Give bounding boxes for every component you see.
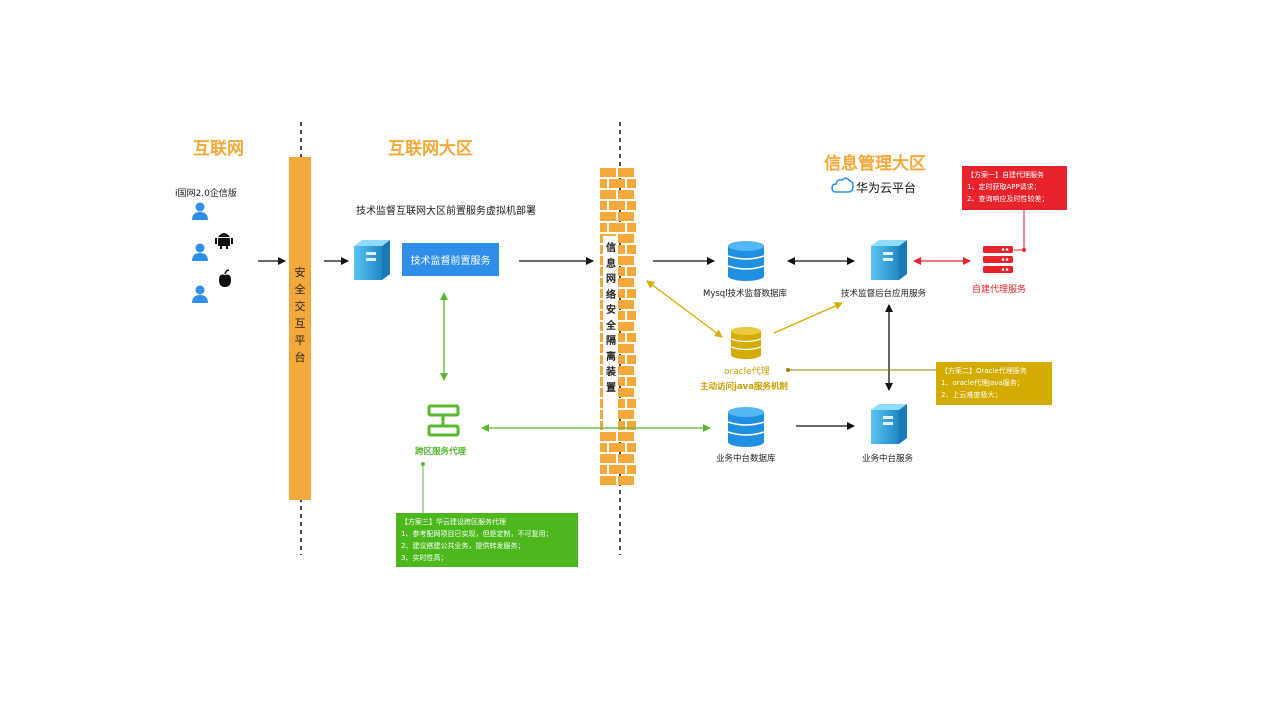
biz-service-label: 业务中台服务 [862, 454, 914, 464]
wall-brick [618, 322, 634, 331]
biz-server-icon [871, 404, 907, 444]
wall-brick [618, 366, 634, 375]
note-plan1-line: 2、查询响应及时性较差； [967, 195, 1049, 203]
note-plan1: 【方案一】自建代理服务 1、定时获取APP请求； 2、查询响应及时性较差； [962, 166, 1067, 210]
wall-brick [627, 223, 636, 232]
wall-brick [618, 234, 634, 243]
wall-brick [618, 344, 634, 353]
note-plan2-line: 1、oracle代理Java服务； [941, 379, 1024, 387]
wall-brick [627, 333, 636, 342]
wall-brick [627, 399, 636, 408]
wall-brick [627, 179, 636, 188]
wall-brick [600, 190, 616, 199]
self-proxy-label: 自建代理服务 [972, 285, 1027, 295]
wall-brick [627, 311, 636, 320]
wall-brick [600, 476, 616, 485]
zone-title-info-mgmt: 信息管理大区 [824, 154, 926, 174]
user-icon [192, 243, 208, 261]
wall-brick [618, 476, 634, 485]
huawei-cloud-label: 华为云平台 [856, 181, 917, 195]
mysql-database-icon [727, 241, 765, 281]
note-plan3-line: 2、建议搭建公共业务，提供转发服务； [401, 542, 525, 550]
wall-brick [618, 432, 634, 441]
self-proxy-server-icon [983, 246, 1013, 273]
wall-brick [627, 355, 636, 364]
note-plan1-line: 1、定时获取APP请求； [967, 183, 1041, 191]
vm-deploy-caption: 技术监督互联网大区前置服务虚拟机部署 [356, 206, 536, 217]
wall-brick [609, 223, 625, 232]
wall-label-band [603, 236, 618, 430]
note-plan1-connector [1014, 210, 1025, 251]
biz-db-label: 业务中台数据库 [716, 454, 776, 464]
wall-brick [627, 443, 636, 452]
wall-brick [618, 168, 634, 177]
wall-brick [609, 179, 625, 188]
wall-brick [600, 212, 616, 221]
note-plan2: 【方案二】Oracle代理服务 1、oracle代理Java服务； 2、上云难度… [936, 362, 1052, 405]
zone-title-internet: 互联网 [193, 139, 244, 159]
wall-brick [618, 300, 634, 309]
wall-brick [627, 289, 636, 298]
front-server-icon [354, 240, 390, 280]
note-plan3: 【方案三】华云建设跨区服务代理 1、参考配网项目已实现，但是定制，不可复用； 2… [396, 513, 578, 567]
client-label: i国网2.0企信版 [175, 189, 237, 199]
biz-database-icon [727, 407, 765, 447]
secure-platform-label: 安全交互平台 [294, 266, 306, 364]
user-icon [192, 285, 208, 303]
wall-brick [609, 465, 625, 474]
wall-brick [609, 201, 625, 210]
note-plan3-line: 1、参考配网项目已实现，但是定制，不可复用； [401, 530, 553, 538]
backend-service-label: 技术监督后台应用服务 [841, 289, 927, 299]
note-plan2-line: 【方案二】Oracle代理服务 [941, 367, 1027, 375]
wall-brick [627, 267, 636, 276]
apple-icon [219, 269, 231, 287]
wall-brick [618, 410, 634, 419]
wall-brick [627, 201, 636, 210]
user-icon [192, 202, 208, 220]
android-icon [215, 233, 233, 249]
wall-brick [618, 454, 634, 463]
wall-brick [618, 256, 634, 265]
note-plan1-line: 【方案一】自建代理服务 [967, 171, 1044, 179]
note-plan3-line: 3、实时性高； [401, 554, 448, 562]
cross-proxy-label: 跨区服务代理 [415, 447, 467, 457]
wall-brick [618, 278, 634, 287]
wall-brick [600, 168, 616, 177]
cross-proxy-icon [427, 404, 460, 437]
wall-brick [609, 443, 625, 452]
wall-brick [600, 179, 607, 188]
wall-brick [600, 443, 607, 452]
secure-platform-bar [289, 157, 311, 500]
wall-brick [600, 465, 607, 474]
wall-brick [600, 432, 616, 441]
wall-brick [627, 377, 636, 386]
wall-brick [618, 212, 634, 221]
oracle-database-icon [730, 327, 762, 359]
isolation-device-label: 信息网络安全隔离装置 [606, 243, 616, 394]
note-plan3-line: 【方案三】华云建设跨区服务代理 [401, 518, 506, 526]
zone-title-internet-zone: 互联网大区 [388, 139, 473, 159]
backend-server-icon [871, 240, 907, 280]
wall-brick [600, 454, 616, 463]
arrow-isolation-oracle [646, 280, 723, 338]
mysql-db-label: Mysql技术监督数据库 [703, 289, 788, 299]
wall-brick [618, 190, 634, 199]
note-plan2-line: 2、上云难度极大； [941, 391, 1002, 399]
wall-brick [600, 223, 607, 232]
cloud-icon [831, 177, 854, 193]
wall-brick [627, 465, 636, 474]
arrow-oracle-backend [773, 302, 843, 334]
wall-brick [618, 388, 634, 397]
wall-brick [600, 201, 607, 210]
oracle-proxy-label: oracle代理 [724, 367, 770, 377]
front-service-box: 技术监督前置服务 [402, 243, 499, 276]
oracle-proxy-sub-label: 主动访问java服务机制 [700, 382, 788, 392]
wall-brick [627, 245, 636, 254]
